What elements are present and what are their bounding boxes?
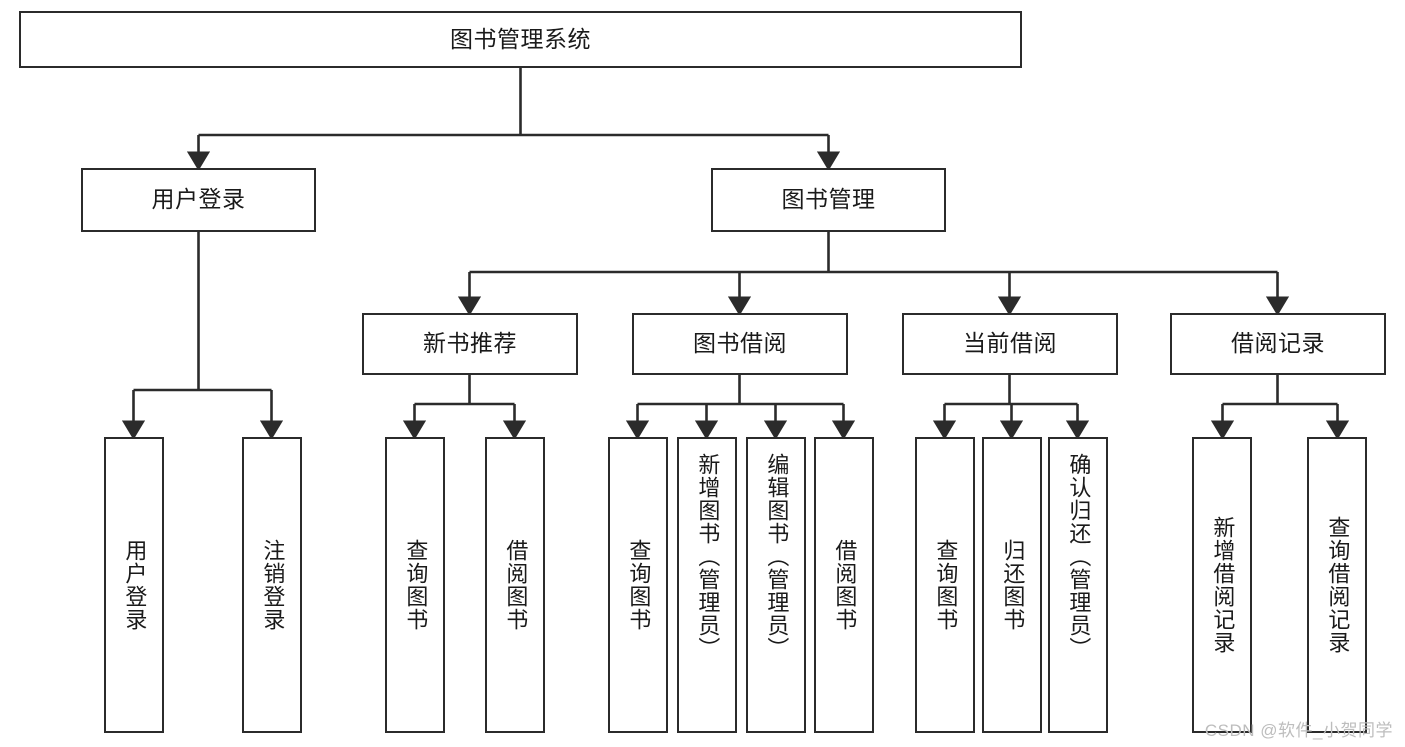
- leaf-new-book-borrow-book[interactable]: 借阅图书: [485, 437, 545, 733]
- leaf-book-borrow-query-book[interactable]: 查询图书: [608, 437, 668, 733]
- leaf-new-book-borrow-book-label: 借阅图书: [503, 539, 529, 631]
- leaf-user-login-login-label: 用户登录: [122, 539, 148, 631]
- leaf-borrow-record-add-record-label: 新增借阅记录: [1210, 516, 1236, 654]
- node-new-book-recommend-label: 新书推荐: [423, 330, 517, 357]
- node-borrow-record-label: 借阅记录: [1231, 330, 1325, 357]
- leaf-book-borrow-borrow-book-label: 借阅图书: [832, 539, 858, 631]
- node-current-borrow-label: 当前借阅: [963, 330, 1057, 357]
- leaf-book-borrow-edit-book[interactable]: 编辑图书（管理员）: [746, 437, 806, 733]
- leaf-current-borrow-query-book-label: 查询图书: [933, 539, 959, 631]
- node-current-borrow[interactable]: 当前借阅: [902, 313, 1118, 375]
- leaf-borrow-record-add-record[interactable]: 新增借阅记录: [1192, 437, 1252, 733]
- leaf-book-borrow-add-book-label: 新增图书（管理员）: [695, 453, 721, 660]
- node-book-management-label: 图书管理: [781, 186, 876, 213]
- node-user-login[interactable]: 用户登录: [81, 168, 316, 232]
- leaf-book-borrow-borrow-book[interactable]: 借阅图书: [814, 437, 874, 733]
- leaf-new-book-query-book[interactable]: 查询图书: [385, 437, 445, 733]
- leaf-book-borrow-edit-book-label: 编辑图书（管理员）: [764, 453, 790, 660]
- node-book-management[interactable]: 图书管理: [711, 168, 946, 232]
- watermark-text: CSDN @软件_小贺同学: [1204, 721, 1393, 740]
- leaf-book-borrow-add-book[interactable]: 新增图书（管理员）: [677, 437, 737, 733]
- leaf-current-borrow-return-book[interactable]: 归还图书: [982, 437, 1042, 733]
- leaf-current-borrow-return-book-label: 归还图书: [1000, 539, 1026, 631]
- node-new-book-recommend[interactable]: 新书推荐: [362, 313, 578, 375]
- leaf-current-borrow-query-book[interactable]: 查询图书: [915, 437, 975, 733]
- leaf-user-login-logout-label: 注销登录: [260, 539, 286, 631]
- node-root-book-management-system[interactable]: 图书管理系统: [19, 11, 1022, 68]
- node-user-login-label: 用户登录: [151, 186, 246, 213]
- leaf-borrow-record-query-record-label: 查询借阅记录: [1325, 516, 1351, 654]
- leaf-book-borrow-query-book-label: 查询图书: [626, 539, 652, 631]
- leaf-current-borrow-confirm-return-label: 确认归还（管理员）: [1066, 453, 1092, 660]
- leaf-borrow-record-query-record[interactable]: 查询借阅记录: [1307, 437, 1367, 733]
- leaf-new-book-query-book-label: 查询图书: [403, 539, 429, 631]
- leaf-user-login-login[interactable]: 用户登录: [104, 437, 164, 733]
- leaf-user-login-logout[interactable]: 注销登录: [242, 437, 302, 733]
- node-book-borrow-label: 图书借阅: [693, 330, 787, 357]
- node-book-borrow[interactable]: 图书借阅: [632, 313, 848, 375]
- leaf-current-borrow-confirm-return[interactable]: 确认归还（管理员）: [1048, 437, 1108, 733]
- node-root-label: 图书管理系统: [450, 25, 591, 52]
- node-borrow-record[interactable]: 借阅记录: [1170, 313, 1386, 375]
